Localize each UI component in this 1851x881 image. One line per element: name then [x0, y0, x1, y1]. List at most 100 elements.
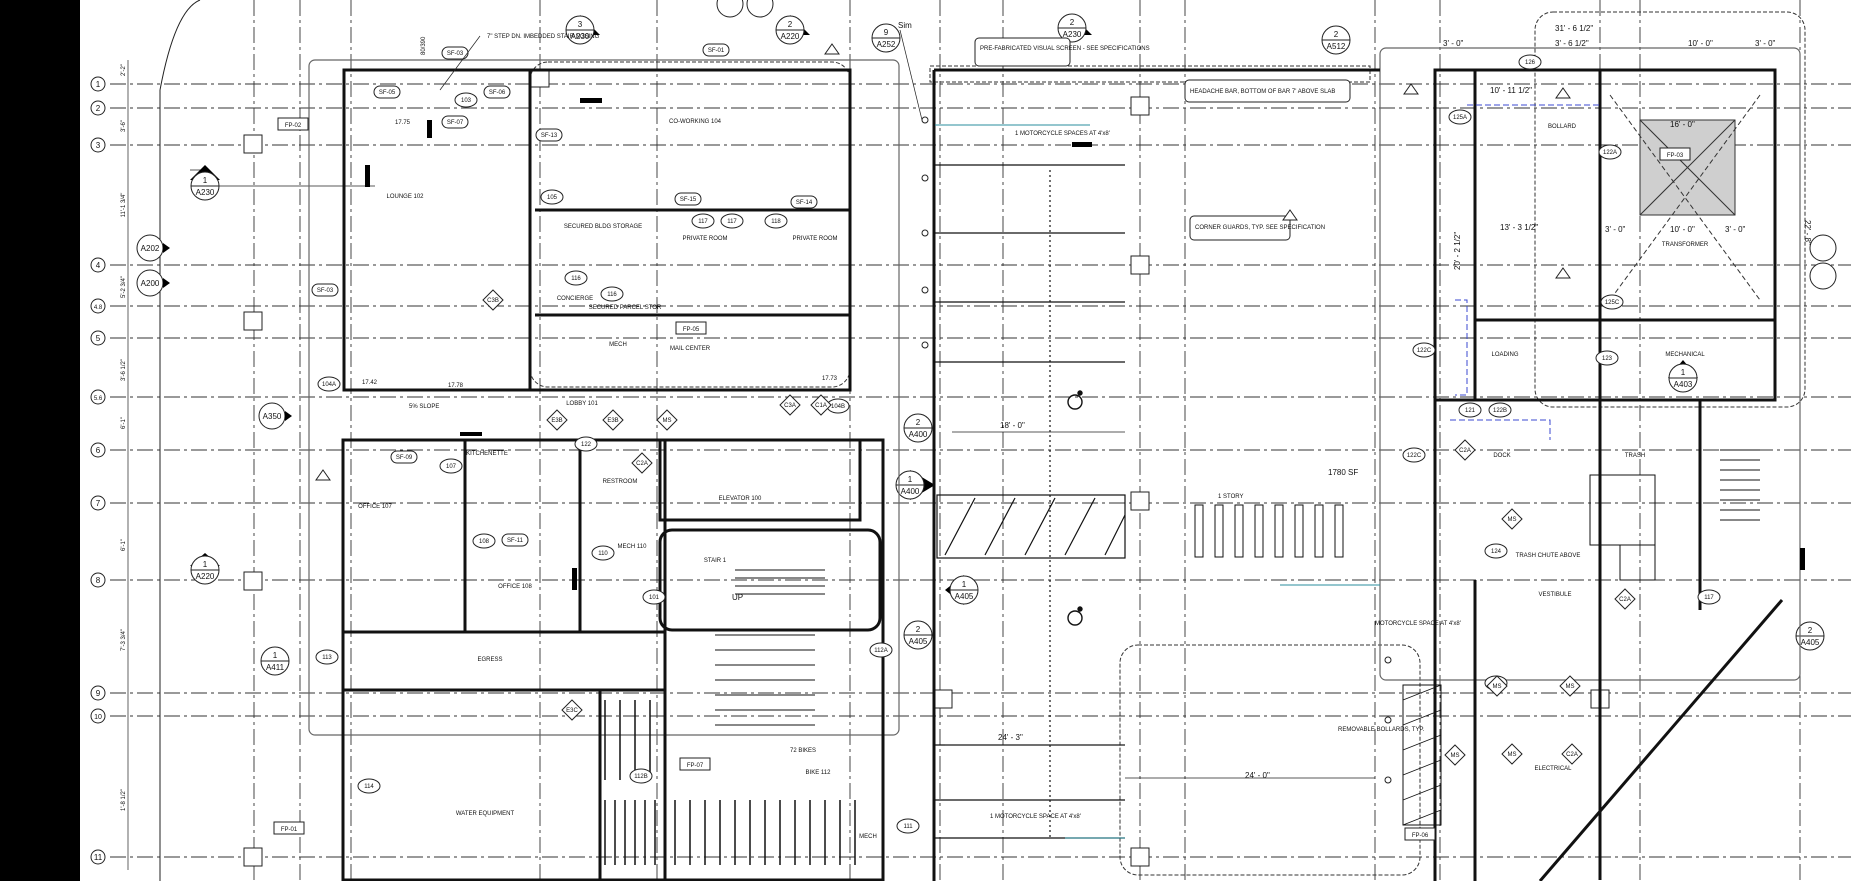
svg-text:24' - 3": 24' - 3" [998, 733, 1023, 742]
scope-boundary-right [1379, 47, 1801, 681]
blue-dashed-lines [1450, 104, 1600, 440]
svg-text:SF-13: SF-13 [541, 133, 558, 139]
section-callout-1-A400[interactable]: 1 A400 [895, 470, 935, 500]
section-callout-3-A230[interactable]: 3 A230 [565, 15, 600, 45]
svg-text:112A: 112A [874, 648, 888, 654]
section-callout-1-A403[interactable]: 1 A403 [1668, 360, 1698, 393]
svg-text:SF-05: SF-05 [379, 90, 396, 96]
section-callout-2-A220[interactable]: 2 A220 [775, 15, 810, 45]
svg-text:125A: 125A [1453, 115, 1467, 121]
diamond-tag-labels: C3B C3A C1A C2A E3B E3B MS E3C C2A C2A C… [487, 298, 1631, 759]
elevation-callout-A350[interactable]: A350 [258, 402, 292, 430]
transformer-pad [1609, 94, 1761, 301]
svg-text:A400: A400 [909, 430, 928, 439]
elevation-callouts-top[interactable] [716, 0, 1837, 290]
section-callout-1-A220[interactable]: 1 A220 [190, 553, 220, 585]
svg-text:118: 118 [771, 219, 781, 225]
svg-text:C3A: C3A [784, 403, 796, 409]
room-coworking: CO-WORKING 104 [669, 119, 722, 125]
revision-clouds [529, 11, 1806, 876]
section-callout-1-A405[interactable]: 1 A405 [945, 575, 979, 605]
svg-text:9: 9 [884, 28, 889, 37]
room-restroom: RESTROOM [603, 479, 638, 485]
svg-text:SF-01: SF-01 [708, 48, 725, 54]
svg-text:2: 2 [1070, 18, 1075, 27]
svg-text:A230: A230 [571, 32, 590, 41]
section-callout-1-A411[interactable]: 1 A411 [260, 646, 290, 676]
room-lounge: LOUNGE 102 [386, 194, 424, 200]
svg-text:A252: A252 [877, 40, 896, 49]
svg-text:FP-06: FP-06 [1412, 833, 1429, 839]
svg-text:FP-05: FP-05 [683, 327, 700, 333]
section-callout-2-A512[interactable]: 2 A512 [1321, 25, 1351, 55]
left-viewport-edge [0, 0, 80, 881]
notes: 7" STEP DN. IMBEDDED STAIR NOSING PRE-FA… [409, 34, 1577, 820]
svg-text:125C: 125C [1605, 300, 1620, 306]
svg-text:2: 2 [1334, 30, 1339, 39]
room-secured-storage: SECURED BLDG STORAGE [564, 224, 642, 230]
grid-row-label: 11 [94, 853, 103, 862]
section-callout-2-A405-right[interactable]: 2 A405 [1795, 621, 1825, 651]
room-transformer: TRANSFORMER [1662, 242, 1709, 248]
room-mech-109: MECH [609, 342, 627, 348]
note-corner: CORNER GUARDS, TYP. SEE SPECIFICATION [1195, 225, 1325, 231]
room-vestibule: VESTIBULE [1538, 592, 1571, 598]
elevation-callout-A202[interactable]: A202 [136, 234, 170, 262]
svg-text:101: 101 [649, 595, 660, 601]
room-kitchenette: KITCHENETTE [466, 451, 508, 457]
svg-text:24' - 0": 24' - 0" [1245, 771, 1270, 780]
storefront-tag-labels: SF-05 SF-06 SF-03 SF-07 SF-01 SF-13 SF-1… [281, 48, 1684, 839]
grid-row-label: 3 [96, 141, 101, 150]
revision-triangle-icons [315, 43, 1571, 481]
room-electrical: ELECTRICAL [1534, 766, 1572, 772]
bollard-icons [921, 116, 1392, 784]
svg-text:SF-06: SF-06 [489, 90, 506, 96]
door-tags [315, 54, 1721, 834]
section-callout-2-A405-left[interactable]: 2 A405 [903, 620, 933, 650]
svg-text:MS: MS [1451, 753, 1460, 759]
section-callout-2-A400[interactable]: 2 A400 [903, 413, 933, 443]
bollard-label: BOLLARD [1548, 124, 1577, 130]
svg-text:13' - 3 1/2": 13' - 3 1/2" [1500, 223, 1538, 232]
room-concierge: CONCIERGE [557, 296, 593, 302]
note-story: 1 STORY [1218, 494, 1243, 500]
svg-text:122A: 122A [1603, 150, 1617, 156]
room-water-equipment: WATER EQUIPMENT [456, 811, 515, 817]
room-private-1: PRIVATE ROOM [682, 236, 727, 242]
section-callout-2-A230[interactable]: 2 A230 [1057, 13, 1092, 43]
svg-text:SF-03: SF-03 [317, 288, 334, 294]
svg-text:17.42: 17.42 [362, 380, 378, 386]
svg-text:2: 2 [1808, 626, 1813, 635]
svg-text:104A: 104A [322, 382, 336, 388]
svg-text:108: 108 [479, 539, 490, 545]
section-callout-1-A230[interactable]: 1 A230 [190, 165, 375, 201]
hatched-access-aisle [936, 494, 1126, 559]
svg-text:5'-2 3/4": 5'-2 3/4" [121, 276, 127, 298]
svg-text:10' - 0": 10' - 0" [1670, 225, 1695, 234]
grid-lines-horizontal [110, 83, 1851, 858]
svg-text:SF-14: SF-14 [796, 200, 813, 206]
grid-row-label: 10 [94, 714, 102, 721]
svg-text:112B: 112B [634, 774, 648, 780]
svg-text:MS: MS [1566, 684, 1575, 690]
note-moto1: 1 MOTORCYCLE SPACES AT 4'x8' [1015, 131, 1110, 137]
svg-text:FP-03: FP-03 [1667, 153, 1684, 159]
section-callout-9-A252[interactable]: 9 A252 Sim [871, 21, 923, 121]
svg-text:117: 117 [1704, 595, 1714, 601]
svg-text:121: 121 [1465, 408, 1476, 414]
grid-row-label: 4 [96, 261, 101, 270]
svg-text:1: 1 [203, 176, 208, 185]
svg-text:A202: A202 [141, 244, 160, 253]
note-headache: HEADACHE BAR, BOTTOM OF BAR 7' ABOVE SLA… [1190, 89, 1335, 95]
hatched-pad [1402, 684, 1442, 826]
note-moto2: 1 MOTORCYCLE SPACE AT 4'x8' [990, 814, 1081, 820]
grid-row-label: 1 [96, 80, 101, 89]
svg-text:17.78: 17.78 [448, 383, 464, 389]
svg-text:2: 2 [788, 20, 793, 29]
accessible-symbol-icon [1067, 390, 1083, 626]
column-markers [243, 68, 1610, 867]
elevation-callout-A200[interactable]: A200 [136, 269, 170, 297]
room-office-107: OFFICE 107 [358, 504, 392, 510]
storefront-tags [273, 43, 1691, 841]
